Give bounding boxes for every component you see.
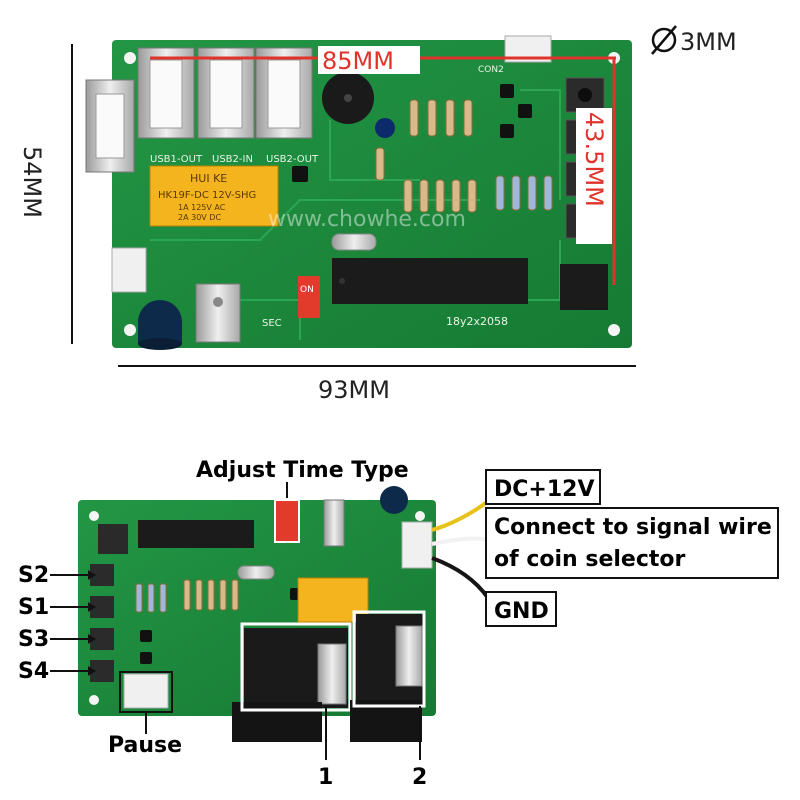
button-label-s2: S2 (18, 563, 49, 588)
usb-port-3 (255, 47, 313, 139)
mount-hole (124, 52, 136, 64)
usb-1-highlight-box (240, 622, 352, 712)
bottom-header (98, 524, 128, 554)
bottom-regulator (323, 499, 345, 547)
signal-callout-line-1: Connect to signal wire (494, 515, 772, 540)
wire-signal (431, 536, 491, 546)
con2-label: CON2 (478, 65, 504, 75)
button-label-s3: S3 (18, 627, 49, 652)
dc-callout-text: DC+12V (494, 477, 594, 502)
button-label-s4: S4 (18, 659, 49, 684)
bottom-capacitor (380, 486, 408, 514)
dim-outer-height-label: 54MM (18, 146, 46, 218)
adjust-time-type-title: Adjust Time Type (196, 458, 409, 483)
bottom-main-ic (138, 520, 254, 548)
bottom-board (78, 486, 436, 742)
dim-width-85-label: 85MM (322, 47, 394, 75)
bottom-button-column (90, 564, 114, 682)
dim-outer-width-label: 93MM (318, 376, 390, 404)
mount-hole (124, 324, 136, 336)
signal-callout-box (485, 507, 779, 579)
gnd-callout-box (485, 591, 557, 627)
usb-port-1-bottom (232, 628, 348, 742)
electrolytic-capacitor (138, 300, 182, 350)
sec-label: SEC (262, 318, 282, 329)
pause-connector (123, 673, 169, 709)
dip-label: ON (300, 285, 314, 295)
hole-diameter-label: 3MM (680, 28, 737, 56)
gnd-callout-text: GND (494, 599, 549, 624)
relay-rating-1: 1A 125V AC (178, 203, 226, 212)
dim-height-435-label: 43.5MM (580, 112, 608, 207)
relay-brand: HUI KE (190, 172, 227, 185)
signal-callout-line-2: of coin selector (494, 547, 686, 572)
usb-port-side (85, 79, 135, 173)
button-labels: S2 S1 S3 S4 (18, 563, 96, 684)
bottom-dip-switch (274, 499, 300, 543)
relay: HUI KE HK19F-DC 12V-SHG 1A 125V AC 2A 30… (149, 165, 279, 227)
bottom-connector (401, 521, 433, 569)
crystal (331, 233, 377, 251)
usb-label-1: USB1-OUT (150, 154, 203, 165)
signal-wires (431, 498, 492, 600)
wire-gnd (431, 556, 490, 600)
top-board: USB1-OUT USB2-IN USB2-OUT (85, 35, 632, 350)
small-ic (560, 264, 608, 310)
watermark: www.chowhe.com (268, 207, 466, 232)
usb-label-3: USB2-OUT (266, 154, 319, 165)
usb-2-highlight-box (352, 610, 426, 708)
usb-marker-1: 1 (318, 765, 333, 790)
relay-rating-2: 2A 30V DC (178, 213, 221, 222)
dimension-annotations: 85MM 43.5MM 3MM 54MM 93MM (18, 25, 737, 404)
diameter-icon (651, 25, 677, 55)
capacitor (375, 118, 395, 138)
main-ic (332, 258, 528, 304)
pause-label: Pause (108, 733, 182, 758)
left-connector (111, 247, 147, 293)
bottom-resistors (135, 579, 239, 613)
transistors (292, 84, 532, 182)
relay-model: HK19F-DC 12V-SHG (158, 190, 256, 201)
voltage-regulator (195, 283, 241, 343)
dip-switch: ON (298, 276, 320, 318)
usb-port-1 (137, 47, 195, 139)
mount-hole (608, 324, 620, 336)
wire-dc12v (431, 498, 492, 532)
usb-port-2-bottom (350, 614, 424, 742)
dc-callout-box (485, 469, 601, 505)
usb-marker-2: 2 (412, 765, 427, 790)
button-label-s1: S1 (18, 595, 49, 620)
usb-port-2 (197, 47, 255, 139)
board-code: 18y2x2058 (446, 315, 508, 328)
bottom-crystal (237, 565, 275, 580)
usb-label-2: USB2-IN (212, 154, 253, 165)
resistor-bank (375, 99, 553, 213)
